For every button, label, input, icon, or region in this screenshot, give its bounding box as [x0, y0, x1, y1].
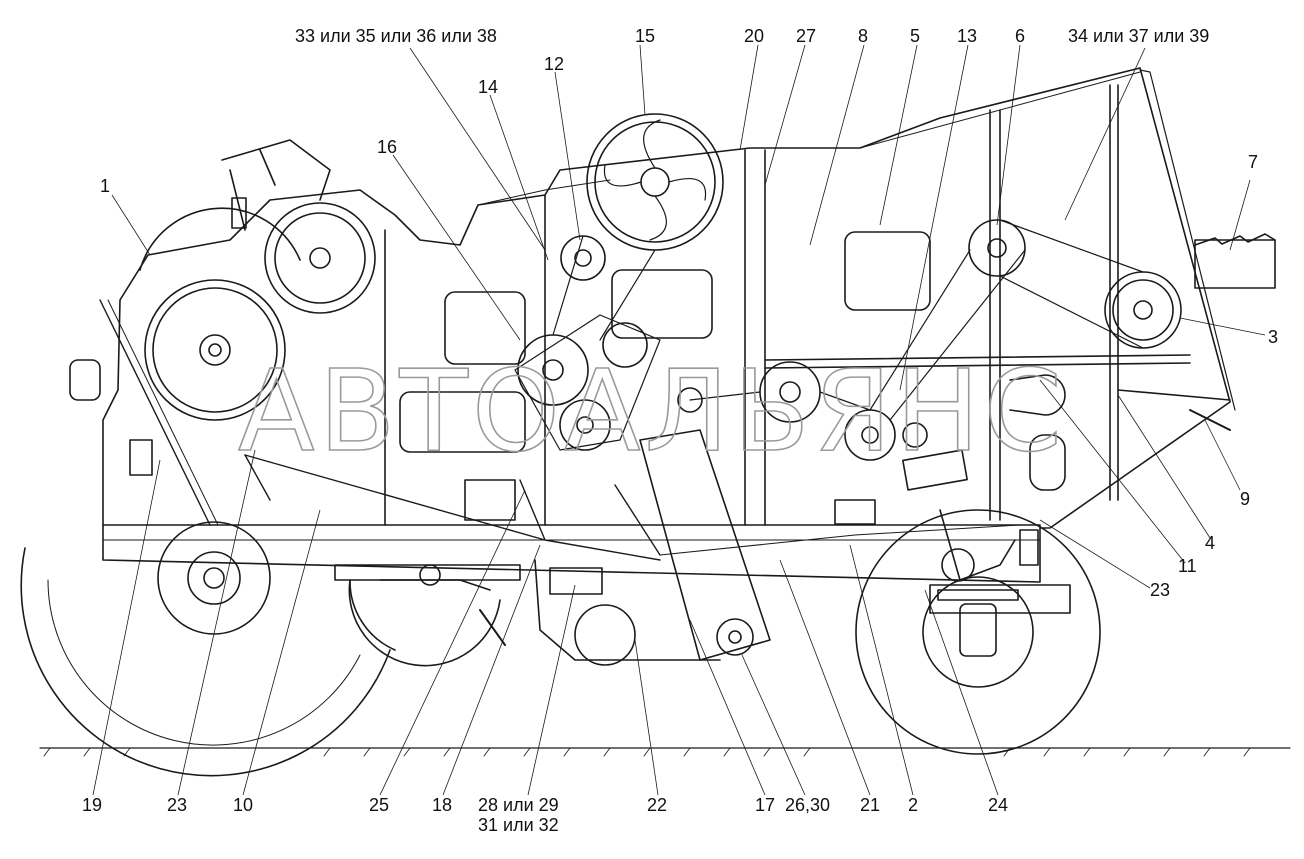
belts [869, 219, 1144, 421]
callout-1: 1 [100, 176, 111, 196]
callout-12: 12 [544, 54, 565, 74]
callout-31-32: 31 или 32 [478, 815, 559, 835]
lower-frame [102, 524, 1041, 583]
callout-17: 17 [755, 795, 776, 815]
callout-19: 19 [82, 795, 103, 815]
right-wheel [855, 509, 1101, 755]
drive-pulley-large [144, 279, 286, 421]
callout-15: 15 [635, 26, 656, 46]
callout-5: 5 [910, 26, 921, 46]
callout-7: 7 [1248, 152, 1259, 172]
callout-3: 3 [1268, 327, 1279, 347]
ground-hatch [43, 747, 1251, 757]
callout-20: 20 [744, 26, 765, 46]
leader-lines [92, 44, 1266, 796]
callout-23-right: 23 [1150, 580, 1171, 600]
callout-26-30: 26,30 [785, 795, 831, 815]
callout-9: 9 [1240, 489, 1251, 509]
callout-10: 10 [233, 795, 254, 815]
callout-34: 34 или 37 или 39 [1068, 26, 1210, 46]
swing-arm [639, 429, 771, 661]
callout-21: 21 [860, 795, 881, 815]
callout-11: 11 [1178, 556, 1197, 576]
sprocket [559, 399, 611, 451]
callout-22: 22 [647, 795, 668, 815]
slot-opening [1009, 374, 1066, 416]
rear-pulley [1104, 271, 1182, 349]
callout-25: 25 [369, 795, 390, 815]
tailgate-ramp [1194, 239, 1276, 289]
pulley-12 [560, 235, 606, 281]
callout-33: 33 или 35 или 36 или 38 [295, 26, 497, 46]
body-outline [102, 67, 1231, 529]
callout-6: 6 [1015, 26, 1026, 46]
callout-24: 24 [988, 795, 1009, 815]
callout-14: 14 [478, 77, 499, 97]
lower-housing [574, 604, 636, 666]
left-wheel-arc [20, 547, 391, 777]
tensioner-pulley [968, 219, 1026, 277]
callout-23-left: 23 [167, 795, 188, 815]
window-1 [444, 291, 526, 365]
flywheel [264, 202, 376, 314]
callout-27: 27 [796, 26, 817, 46]
window-4 [844, 231, 931, 311]
window-2 [399, 391, 526, 453]
callout-13: 13 [957, 26, 978, 46]
callout-2: 2 [908, 795, 919, 815]
window-3 [611, 269, 713, 339]
callout-8: 8 [858, 26, 869, 46]
idler-pulley [759, 361, 821, 423]
callout-16: 16 [377, 137, 398, 157]
linkage-rod [244, 454, 661, 561]
pickup-wheel [157, 521, 271, 635]
callout-18: 18 [432, 795, 453, 815]
callout-4: 4 [1205, 533, 1216, 553]
callout-28-29: 28 или 29 [478, 795, 559, 815]
